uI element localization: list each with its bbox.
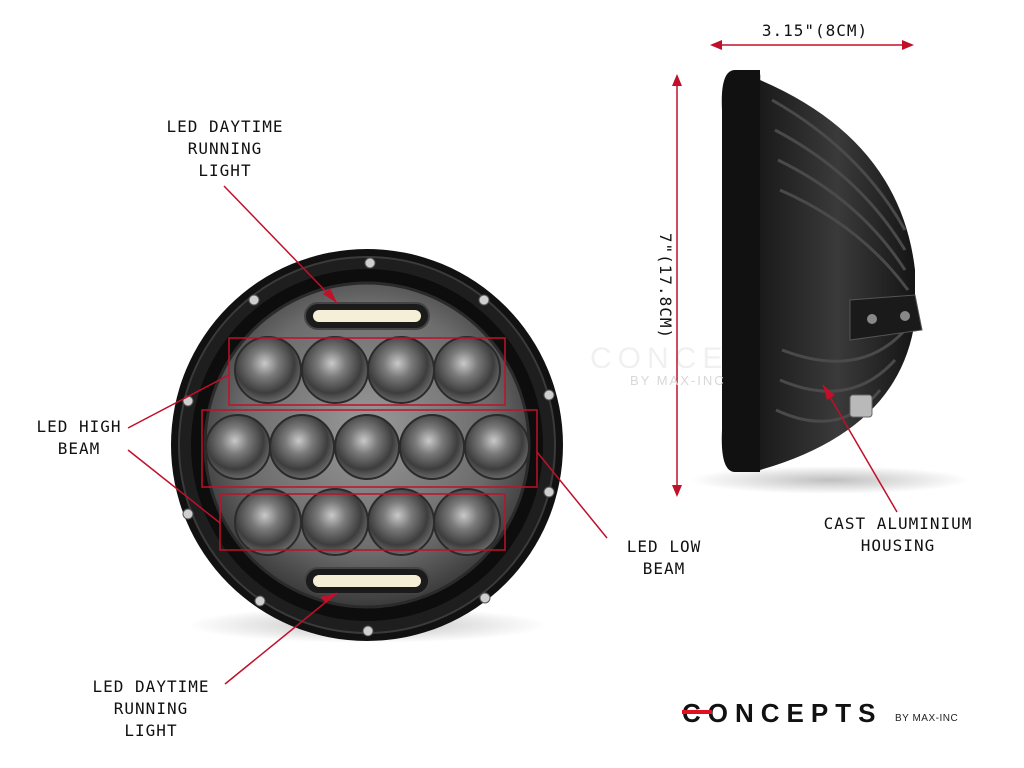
label-housing: CAST ALUMINIUM HOUSING — [823, 514, 973, 555]
brand-sub: BY MAX-INC — [895, 713, 959, 724]
watermark-sub: BY MAX-INC — [630, 373, 726, 388]
dimension-diameter-label: 7"(17.8CM) — [656, 232, 675, 340]
label-drl-top: LED DAYTIME RUNNING LIGHT — [166, 117, 284, 180]
label-high-beam: LED HIGH BEAM — [36, 417, 122, 458]
dimension-depth-label: 3.15"(8CM) — [761, 21, 869, 40]
label-drl-bottom: LED DAYTIME RUNNING LIGHT — [92, 677, 210, 740]
label-low-beam: LED LOW BEAM — [626, 537, 702, 578]
annotation-overlays — [127, 185, 898, 685]
side-headlight — [690, 70, 970, 494]
brand-logo: CONCEPTS — [682, 700, 882, 728]
dimension-arrows — [672, 40, 914, 497]
logo-accent — [682, 710, 712, 714]
brand-logo-text: CONCEPTS — [682, 700, 882, 728]
front-headlight — [171, 249, 563, 643]
annotation-arrowheads — [320, 288, 835, 603]
